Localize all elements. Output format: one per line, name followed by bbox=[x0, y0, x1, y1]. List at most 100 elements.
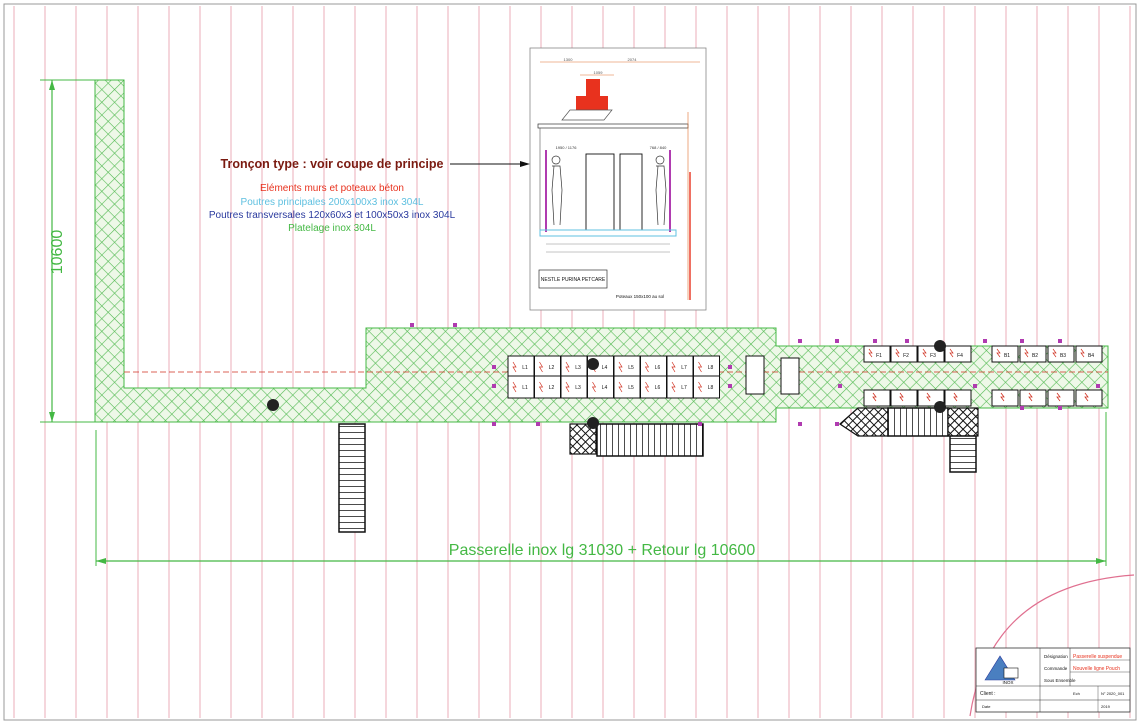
post-marker bbox=[1058, 339, 1062, 343]
machine-unit-bottom bbox=[890, 389, 918, 407]
machine-unit: L2 bbox=[534, 375, 561, 399]
stair-right-hatched bbox=[947, 407, 979, 437]
post-marker bbox=[1020, 339, 1024, 343]
commande-label: Commande bbox=[1044, 666, 1068, 671]
machine-unit: L6 bbox=[640, 355, 667, 379]
post-marker bbox=[798, 422, 802, 426]
post-marker bbox=[983, 339, 987, 343]
machine-unit-label: L8 bbox=[708, 365, 714, 371]
section-note: Poteaux 150x100 au sol bbox=[616, 294, 664, 299]
machine-unit-label: L3 bbox=[575, 365, 581, 371]
machine-unit-label: B4 bbox=[1088, 353, 1094, 359]
machine-unit-label: B2 bbox=[1032, 353, 1038, 359]
posts bbox=[410, 323, 1100, 426]
machine-unit-label: F3 bbox=[930, 353, 936, 359]
section-dim-2074: 2074 bbox=[628, 57, 638, 62]
post-marker bbox=[1020, 406, 1024, 410]
post-marker bbox=[728, 384, 732, 388]
legend-item-walls: Eléments murs et poteaux béton bbox=[260, 183, 404, 194]
stair-right-landing bbox=[839, 407, 889, 437]
machine-unit-bottom bbox=[1047, 389, 1075, 407]
section-dim-1059: 1059 bbox=[594, 70, 604, 75]
machine-unit-label: L6 bbox=[655, 365, 661, 371]
machine-unit: F4 bbox=[944, 345, 972, 363]
machine-unit-label: L7 bbox=[681, 385, 687, 391]
machine-unit: B1 bbox=[991, 345, 1019, 363]
title-block: INOX Désignation Passerelle suspendue Co… bbox=[975, 647, 1131, 713]
section-dim-left: 1950 / 1176 bbox=[556, 145, 578, 150]
stair-right-down bbox=[949, 435, 977, 473]
machine-unit-label: L8 bbox=[708, 385, 714, 391]
sheet-border bbox=[3, 3, 1137, 721]
machine-unit: L6 bbox=[640, 375, 667, 399]
sous-ensemble-label: Sous Ensemble bbox=[1044, 678, 1076, 683]
machine-unit-label: L5 bbox=[628, 385, 634, 391]
vertical-dimension-label: 10600 bbox=[49, 230, 66, 275]
machine-unit: B3 bbox=[1047, 345, 1075, 363]
machine-unit: B2 bbox=[1019, 345, 1047, 363]
section-view: 1300 2074 1059 1950 / 1176 768 / 840 NES… bbox=[529, 47, 707, 311]
machine-unit: L4 bbox=[587, 375, 614, 399]
machine-unit: F2 bbox=[890, 345, 918, 363]
designation-label: Désignation bbox=[1044, 654, 1068, 659]
machine-unit-label: L7 bbox=[681, 365, 687, 371]
post-marker bbox=[838, 384, 842, 388]
post-marker bbox=[835, 339, 839, 343]
machine-unit: L5 bbox=[613, 355, 641, 379]
stair-right bbox=[887, 407, 949, 437]
callout-title: Tronçon type : voir coupe de principe bbox=[221, 157, 444, 171]
logo-text: INOX bbox=[1002, 680, 1013, 685]
columns bbox=[267, 340, 946, 429]
post-marker bbox=[1058, 406, 1062, 410]
post-marker bbox=[1096, 384, 1100, 388]
ech-label: Ech bbox=[1073, 691, 1080, 696]
date-value: 2019 bbox=[1101, 704, 1111, 709]
post-marker bbox=[728, 365, 732, 369]
machine-unit: L1 bbox=[507, 355, 535, 379]
machine-unit-label: L5 bbox=[628, 365, 634, 371]
machine-unit: L7 bbox=[666, 375, 694, 399]
machine-unit-bottom bbox=[863, 389, 891, 407]
post-marker bbox=[492, 365, 496, 369]
machine-unit: L5 bbox=[613, 375, 641, 399]
machine-unit-label: L4 bbox=[602, 365, 608, 371]
legend: Tronçon type : voir coupe de principe El… bbox=[209, 157, 530, 234]
machine-unit: F1 bbox=[863, 345, 891, 363]
machine-unit-label: L4 bbox=[602, 385, 608, 391]
machine-unit: L1 bbox=[507, 375, 535, 399]
machine-unit-label: L1 bbox=[522, 385, 528, 391]
post-marker bbox=[905, 339, 909, 343]
post-marker bbox=[536, 422, 540, 426]
commande-value: Nouvelle ligne Pouch bbox=[1073, 666, 1120, 672]
machine-unit: B4 bbox=[1075, 345, 1103, 363]
machine-unit-label: F1 bbox=[876, 353, 882, 359]
machine-unit-label: B1 bbox=[1004, 353, 1010, 359]
post-marker bbox=[492, 422, 496, 426]
machine-unit: L2 bbox=[534, 355, 561, 379]
legend-item-cross-beams: Poutres transversales 120x60x3 et 100x50… bbox=[209, 210, 456, 221]
horizontal-dimension-label: Passerelle inox lg 31030 + Retour lg 106… bbox=[449, 542, 756, 559]
post-marker bbox=[835, 422, 839, 426]
machine-unit: L3 bbox=[560, 355, 588, 379]
post-marker bbox=[798, 339, 802, 343]
machine-unit-label: L6 bbox=[655, 385, 661, 391]
stair-platform-hatched bbox=[569, 423, 597, 455]
section-dim-1300: 1300 bbox=[564, 57, 574, 62]
post-marker bbox=[873, 339, 877, 343]
machine-unit-bottom bbox=[944, 389, 972, 407]
machine-unit-label: L2 bbox=[549, 365, 555, 371]
machine-unit-bottom bbox=[1019, 389, 1047, 407]
machine-unit-label: L3 bbox=[575, 385, 581, 391]
horizontal-dimension: Passerelle inox lg 31030 + Retour lg 106… bbox=[95, 412, 1107, 566]
designation-value: Passerelle suspendue bbox=[1073, 654, 1122, 660]
machine-unit-label: L1 bbox=[522, 365, 528, 371]
machine-unit-label: F2 bbox=[903, 353, 909, 359]
machine-unit: L8 bbox=[693, 355, 720, 379]
machine-unit-label: F4 bbox=[957, 353, 963, 359]
legend-item-main-beams: Poutres principales 200x100x3 inox 304L bbox=[241, 197, 424, 208]
stair-middle bbox=[596, 423, 704, 457]
date-label: Date bbox=[982, 704, 991, 709]
cabinet-2 bbox=[780, 357, 800, 395]
